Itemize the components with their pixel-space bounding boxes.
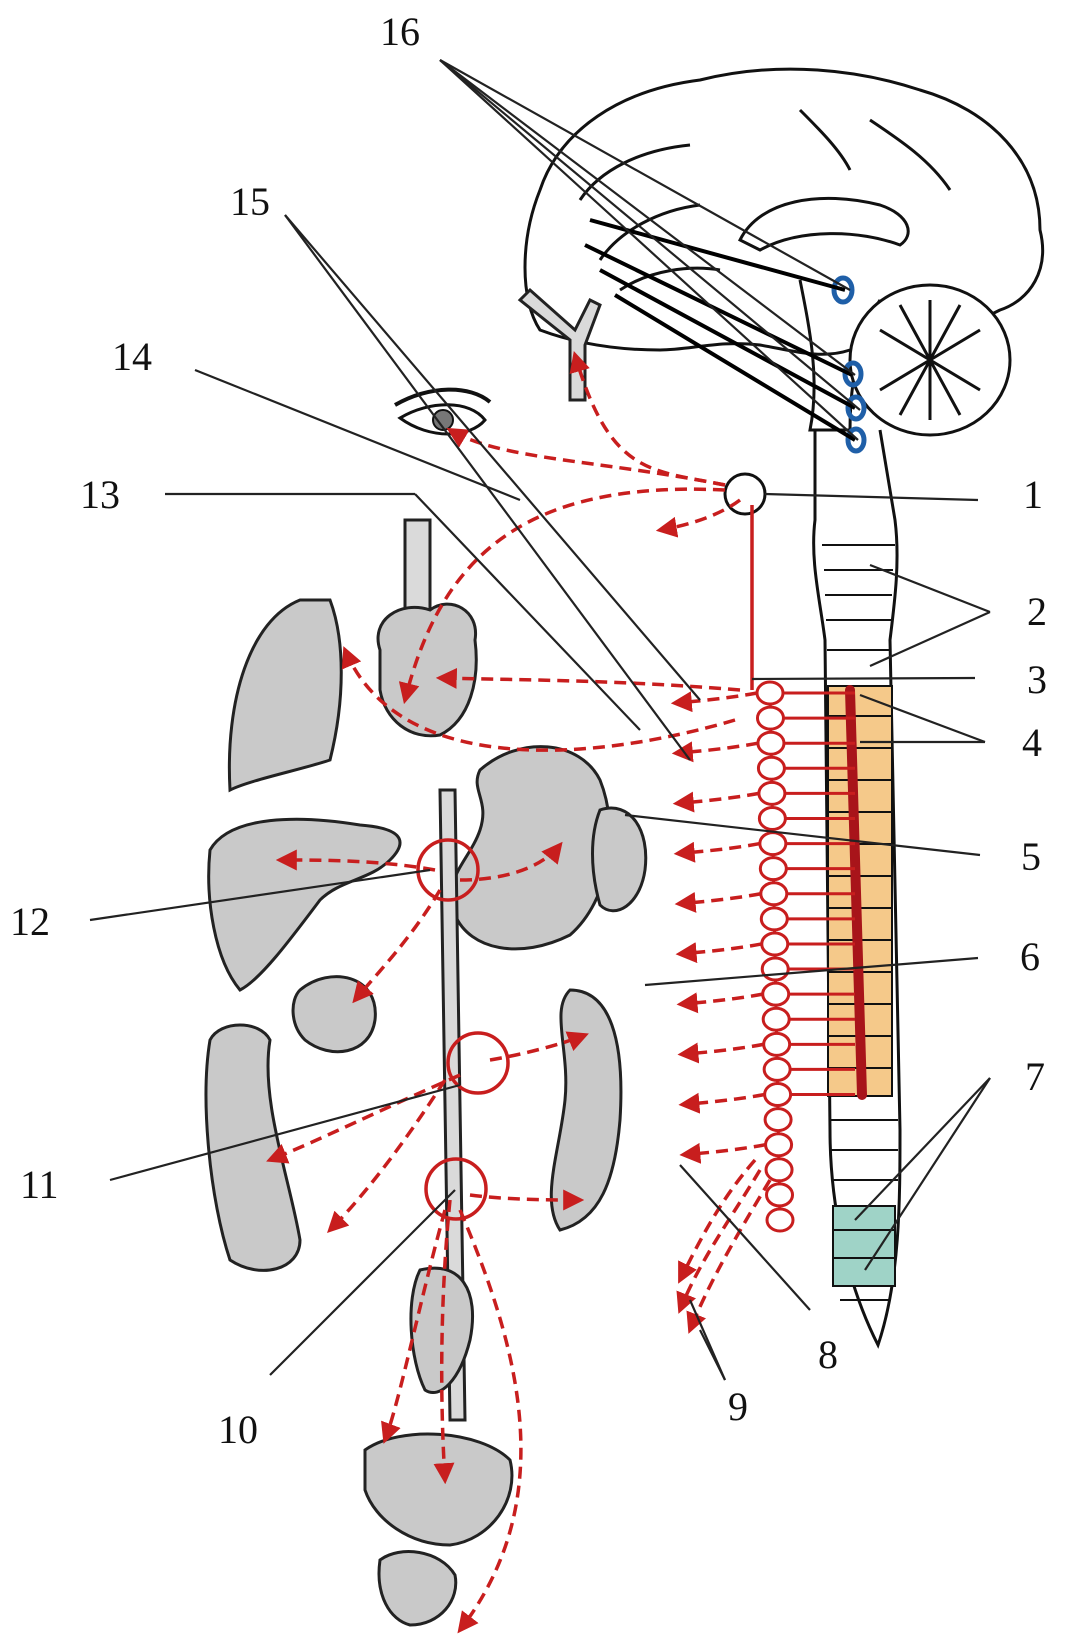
- trunk-ganglion: [757, 682, 783, 704]
- trunk-ganglion: [764, 1033, 790, 1055]
- sacral-segment: [833, 1206, 895, 1286]
- trunk-ganglion: [765, 1084, 791, 1106]
- trunk-ganglion: [767, 1184, 793, 1206]
- postganglionic-fiber: [682, 1044, 764, 1054]
- postganglionic-fiber: [680, 944, 762, 954]
- label-2: 2: [1027, 589, 1047, 634]
- trunk-ganglion: [759, 782, 785, 804]
- genitalia: [379, 1552, 456, 1625]
- postganglionic-fiber: [676, 743, 758, 753]
- postganglionic-fiber: [678, 844, 760, 854]
- heart: [378, 604, 476, 736]
- label-15: 15: [230, 179, 270, 224]
- organs: [206, 290, 646, 1625]
- label-14: 14: [112, 334, 152, 379]
- label-3: 3: [1027, 657, 1047, 702]
- trunk-ganglion: [766, 1159, 792, 1181]
- trachea: [405, 520, 430, 610]
- sympathetic-trunk: [757, 682, 793, 1231]
- trunk-ganglion: [764, 1058, 790, 1080]
- trunk-ganglion: [766, 1134, 792, 1156]
- spinal-cord: [814, 430, 900, 1345]
- spleen: [593, 808, 646, 911]
- label-11: 11: [20, 1162, 59, 1207]
- trunk-ganglion: [762, 958, 788, 980]
- trunk-ganglion: [761, 883, 787, 905]
- postganglionic-fiber: [675, 693, 757, 703]
- descending-colon: [551, 990, 621, 1230]
- label-7: 7: [1025, 1054, 1045, 1099]
- label-13: 13: [80, 472, 120, 517]
- label-16: 16: [380, 9, 420, 54]
- ascending-colon: [206, 1025, 300, 1270]
- trunk-ganglion: [758, 757, 784, 779]
- lung: [229, 600, 341, 790]
- reproductive-organs: [365, 1434, 512, 1545]
- label-12: 12: [10, 899, 50, 944]
- brain: [525, 69, 1043, 451]
- cerebellum: [850, 285, 1010, 435]
- label-4: 4: [1022, 720, 1042, 765]
- label-5: 5: [1021, 834, 1041, 879]
- trunk-ganglion: [762, 933, 788, 955]
- trunk-ganglion: [763, 983, 789, 1005]
- label-9: 9: [728, 1384, 748, 1429]
- label-8: 8: [818, 1332, 838, 1377]
- trunk-ganglion: [765, 1109, 791, 1131]
- postganglionic-fiber: [677, 793, 759, 803]
- postganglionic-fiber: [681, 994, 763, 1004]
- postganglionic-fiber: [679, 894, 761, 904]
- postganglionic-fiber: [684, 1145, 766, 1155]
- postganglionic-fiber: [683, 1095, 765, 1105]
- label-10: 10: [218, 1407, 258, 1452]
- trunk-ganglion: [761, 908, 787, 930]
- label-6: 6: [1020, 934, 1040, 979]
- trunk-ganglion: [758, 732, 784, 754]
- stomach: [451, 747, 610, 949]
- trunk-ganglion: [759, 807, 785, 829]
- salivary-gland: [520, 290, 600, 400]
- kidney: [293, 977, 375, 1052]
- trunk-ganglion: [760, 858, 786, 880]
- trunk-ganglion: [760, 833, 786, 855]
- label-1: 1: [1023, 472, 1043, 517]
- trunk-ganglion: [767, 1209, 793, 1231]
- trunk-ganglion: [757, 707, 783, 729]
- liver: [209, 819, 400, 990]
- trunk-ganglion: [763, 1008, 789, 1030]
